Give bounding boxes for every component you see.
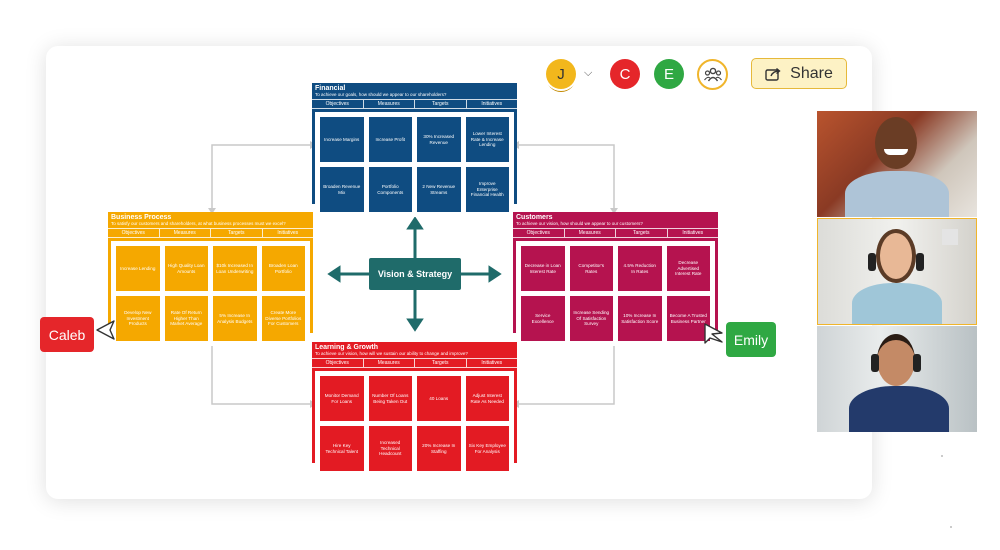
card[interactable]: Improve Enterprise Financial Health <box>465 167 509 212</box>
column-head: Objectives <box>312 100 364 108</box>
financial-quadrant[interactable]: Financial To achieve our goals, how shou… <box>312 83 517 217</box>
card[interactable]: Create More Diverse Portfolios For Custo… <box>261 296 305 341</box>
column-head: Measures <box>565 229 616 237</box>
card[interactable]: Decrease in Loan Interest Rate <box>521 246 565 291</box>
participant-head <box>875 117 917 169</box>
column-head: Measures <box>160 229 211 237</box>
card[interactable]: Increase Lending <box>116 246 160 291</box>
column-head: Objectives <box>108 229 160 237</box>
column-head: Objectives <box>513 229 565 237</box>
participant-torso <box>852 283 942 324</box>
participant-torso <box>849 386 949 432</box>
card[interactable]: Lower Interest Rate & Increase Lending <box>465 117 509 162</box>
card[interactable]: 10% Increase In Satisfaction Score <box>618 296 662 341</box>
card[interactable]: 5% Increase In Analysis Budgets <box>213 296 257 341</box>
emily-cursor-label: Emily <box>726 322 776 357</box>
headset-icon <box>871 354 879 372</box>
cell-grid: Increase Lending High Quality Loan Amoun… <box>111 241 310 346</box>
column-head: Objectives <box>312 359 364 367</box>
column-heads: Objectives Measures Targets Initiatives <box>513 228 718 238</box>
quadrant-subtitle: To achieve our vision, how will we susta… <box>315 351 468 356</box>
vision-strategy-node[interactable]: Vision & Strategy <box>369 258 461 290</box>
video-tile-participant-1[interactable] <box>817 111 977 217</box>
quadrant-subtitle: To achieve our vision, how should we app… <box>516 221 643 226</box>
column-heads: Objectives Measures Targets Initiatives <box>108 228 313 238</box>
card[interactable]: Adjust Interest Rate As Needed <box>465 376 509 421</box>
card[interactable]: Hire Key Technical Talent <box>320 426 364 471</box>
share-label: Share <box>790 64 833 82</box>
card[interactable]: Monitor Demand For Loans <box>320 376 364 421</box>
card[interactable]: Increase Margins <box>320 117 364 162</box>
card[interactable]: 40 Loans <box>417 376 461 421</box>
card[interactable]: Decrease Advertised Interest Rate <box>666 246 710 291</box>
decor-dot <box>950 526 952 528</box>
cell-grid: Monitor Demand For Loans Number Of Loans… <box>315 371 514 476</box>
avatar-c[interactable]: C <box>610 59 640 89</box>
card[interactable]: Increased Technical Headcount <box>368 426 412 471</box>
column-head: Measures <box>364 359 415 367</box>
participant-head <box>876 229 916 283</box>
caleb-cursor-label: Caleb <box>40 317 94 352</box>
headset-icon <box>868 253 876 271</box>
video-tile-participant-2[interactable] <box>817 218 977 325</box>
card[interactable]: Increase Sending Of Satisfaction Survey <box>569 296 613 341</box>
card[interactable]: Number Of Loans Being Taken Out <box>368 376 412 421</box>
column-head: Targets <box>415 100 467 108</box>
card[interactable]: High Quality Loan Amounts <box>164 246 208 291</box>
card[interactable]: 30% Increased Revenue <box>417 117 461 162</box>
column-head: Targets <box>616 229 668 237</box>
card[interactable]: 2 New Revenue Streams <box>417 167 461 212</box>
card[interactable]: Competitor's Rates <box>569 246 613 291</box>
card[interactable]: Increase Profit <box>368 117 412 162</box>
participant-smile <box>884 149 908 155</box>
quadrant-title: Customers <box>516 214 553 221</box>
column-heads: Objectives Measures Targets Initiatives <box>312 99 517 109</box>
quadrant-title: Financial <box>315 85 346 92</box>
card[interactable]: Broaden Loan Portfolio <box>261 246 305 291</box>
customers-quadrant[interactable]: Customers To achieve our vision, how sho… <box>513 212 718 346</box>
people-group-icon[interactable] <box>697 59 728 90</box>
card[interactable]: 4.5% Reduction In Rates <box>618 246 662 291</box>
share-button[interactable]: Share <box>751 58 847 89</box>
card[interactable]: Portfolio Components <box>368 167 412 212</box>
column-head: Initiatives <box>682 230 704 236</box>
avatar-e[interactable]: E <box>654 59 684 89</box>
participant-head <box>877 334 915 386</box>
learning-growth-quadrant[interactable]: Learning & Growth To achieve our vision,… <box>312 342 517 476</box>
column-head: Targets <box>211 229 263 237</box>
column-head: Initiatives <box>481 360 503 366</box>
card[interactable]: Six Key Employee For Analysis <box>465 426 509 471</box>
quadrant-subtitle: To satisfy our customers and shareholder… <box>111 221 286 226</box>
card[interactable]: Rate Of Return Higher Than Market Averag… <box>164 296 208 341</box>
card[interactable]: Service Excellence <box>521 296 565 341</box>
cursor-pointer-icon <box>96 320 115 340</box>
card[interactable]: 20% Increase In Staffing <box>417 426 461 471</box>
headset-icon <box>916 253 924 271</box>
quadrant-subtitle: To achieve our goals, how should we appe… <box>315 92 447 97</box>
cell-grid: Decrease in Loan Interest Rate Competito… <box>516 241 715 346</box>
column-head: Targets <box>415 359 467 367</box>
cell-grid: Increase Margins Increase Profit 30% Inc… <box>315 112 514 217</box>
card[interactable]: Develop New Investment Products <box>116 296 160 341</box>
participant-torso <box>845 171 949 217</box>
quadrant-title: Business Process <box>111 214 172 221</box>
cursor-pointer-icon <box>704 323 723 344</box>
column-head: Initiatives <box>481 101 503 107</box>
headset-icon <box>913 354 921 372</box>
column-head: Initiatives <box>277 230 299 236</box>
decor-dot <box>941 455 943 457</box>
business-process-quadrant[interactable]: Business Process To satisfy our customer… <box>108 212 313 346</box>
share-icon <box>765 67 781 81</box>
quadrant-title: Learning & Growth <box>315 344 378 351</box>
avatar-j[interactable]: J <box>546 59 576 89</box>
column-heads: Objectives Measures Targets Initiatives <box>312 358 517 368</box>
video-tile-participant-3[interactable] <box>817 326 977 432</box>
chevron-down-icon[interactable]: ⌵ <box>584 67 593 79</box>
people-group-icon-graphic <box>703 67 722 81</box>
card[interactable]: Broaden Revenue Mix <box>320 167 364 212</box>
card[interactable]: Become A Trusted Business Partner <box>666 296 710 341</box>
column-head: Measures <box>364 100 415 108</box>
wall-frame <box>942 229 958 245</box>
card[interactable]: $10k Increased In Loan Underwriting <box>213 246 257 291</box>
